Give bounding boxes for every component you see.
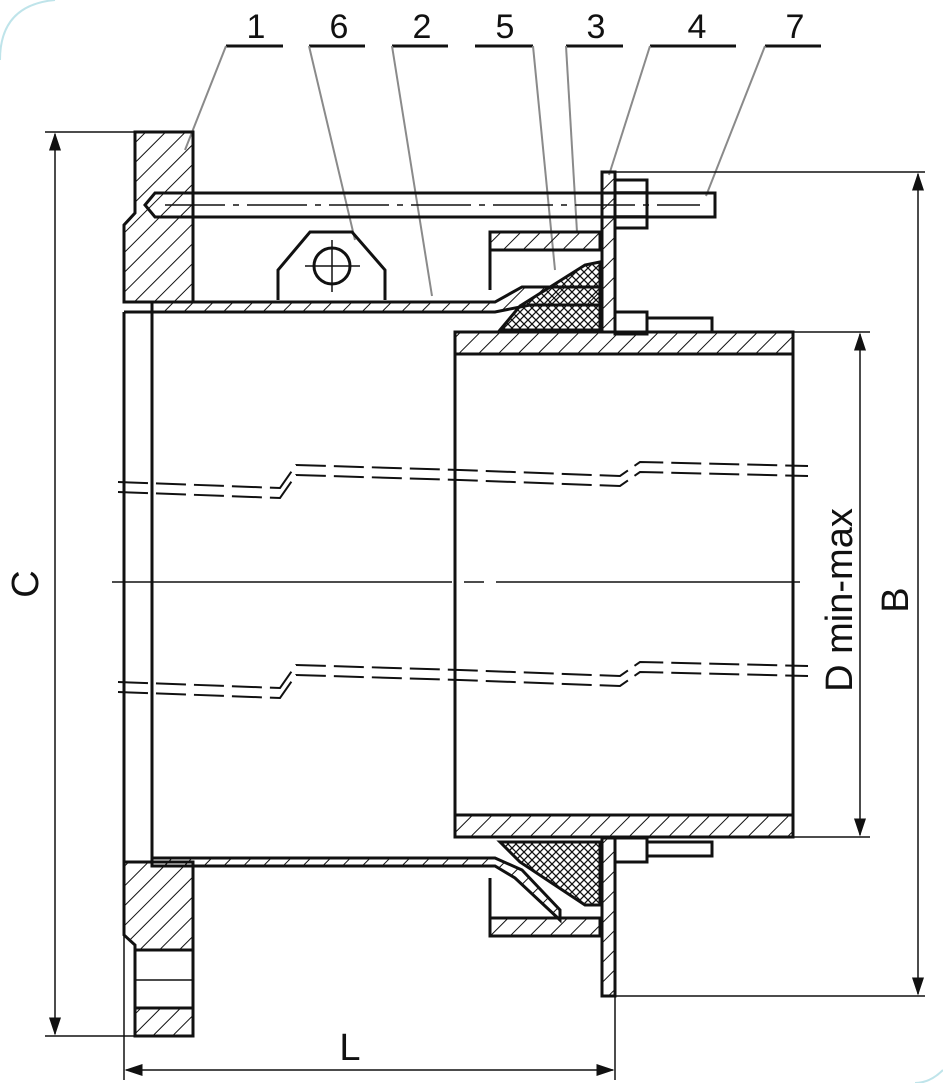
svg-text:4: 4 xyxy=(688,8,707,46)
svg-text:1: 1 xyxy=(247,8,266,46)
bolts xyxy=(613,178,714,864)
pipe-body xyxy=(122,285,602,924)
lifting-lug xyxy=(276,230,387,300)
svg-text:6: 6 xyxy=(330,8,349,46)
callout-2: 2 xyxy=(391,8,448,297)
flange xyxy=(122,130,195,1038)
callout-4: 4 xyxy=(608,8,736,176)
dimension-b-label: B xyxy=(875,587,917,612)
packing-seal xyxy=(496,260,602,907)
dimension-l: L xyxy=(123,862,616,1080)
inner-pipe xyxy=(453,330,795,839)
dimension-c: C xyxy=(5,131,135,1037)
svg-text:2: 2 xyxy=(413,8,432,46)
svg-text:5: 5 xyxy=(496,8,515,46)
callout-7: 7 xyxy=(705,8,821,197)
svg-text:3: 3 xyxy=(587,8,606,46)
corner-arc-bottom-right xyxy=(914,1069,943,1083)
corner-arc-top-left xyxy=(0,0,56,61)
tie-rod xyxy=(143,191,717,219)
svg-text:7: 7 xyxy=(786,8,805,46)
callout-1: 1 xyxy=(184,8,283,151)
callout-6: 6 xyxy=(308,8,365,241)
gland-ring xyxy=(488,230,602,938)
dimension-b: B xyxy=(615,171,925,997)
dimension-d: D min-max xyxy=(793,331,870,838)
break-lines xyxy=(117,460,809,700)
dimension-d-label: D min-max xyxy=(819,508,861,692)
pressure-plate xyxy=(600,170,617,998)
dimension-c-label: C xyxy=(5,570,47,597)
callout-3: 3 xyxy=(565,8,623,233)
dimension-l-label: L xyxy=(339,1027,360,1069)
